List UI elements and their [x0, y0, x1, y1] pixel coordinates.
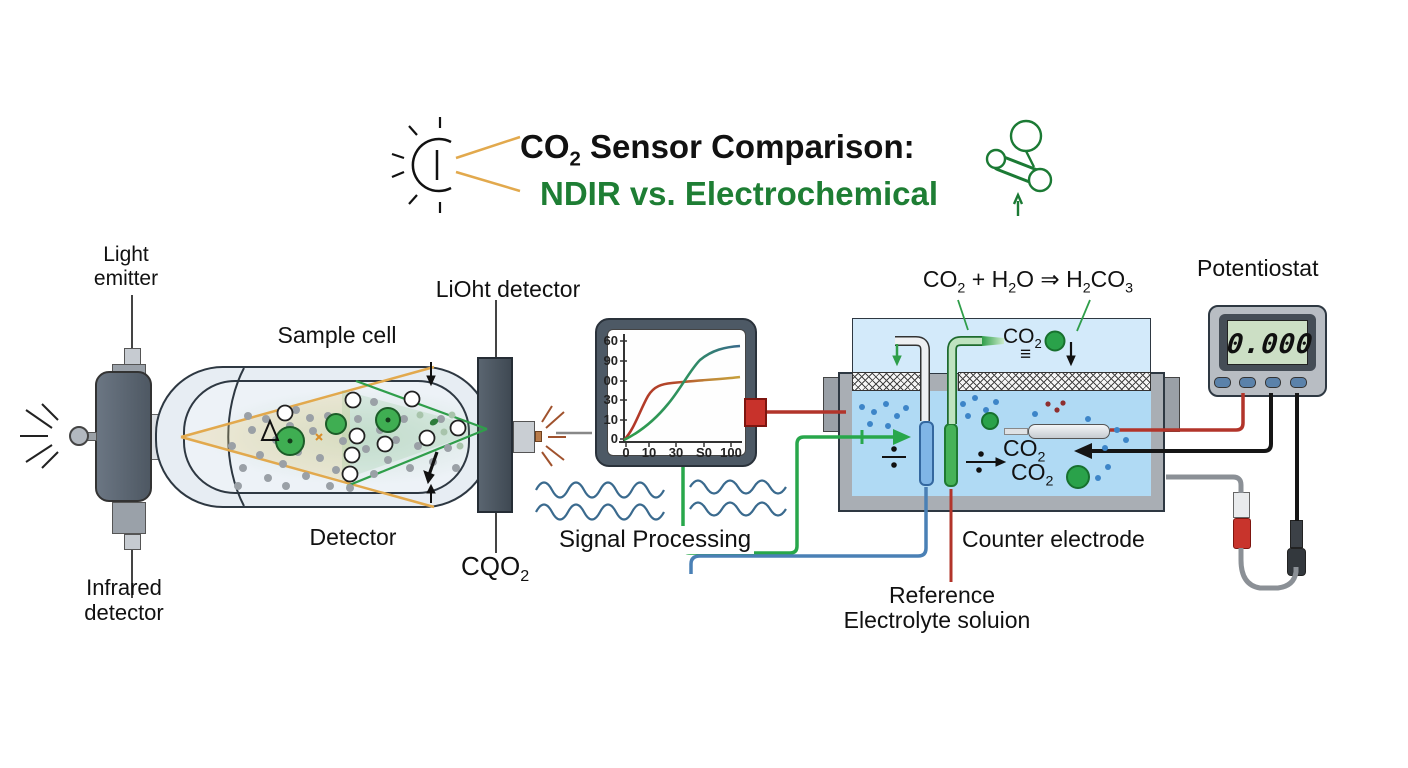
- light-emitter-device: [95, 371, 152, 502]
- electrolyte-solution-label: Electrolyte soluion: [843, 607, 1031, 633]
- x-tick-1: 0: [622, 445, 630, 460]
- black-probe: [1287, 548, 1306, 576]
- detector-output-tip: [535, 431, 542, 442]
- co2-outlet-label: CQO2: [461, 551, 530, 586]
- signal-waves: [535, 479, 787, 521]
- potentiostat-label: Potentiostat: [1197, 255, 1319, 281]
- y-tick-1: 60: [603, 333, 618, 348]
- cell-headspace: [852, 318, 1151, 374]
- light-detector-slab: [477, 357, 513, 513]
- co2-molecule-icon: [985, 119, 1053, 216]
- potentiostat-button-2[interactable]: [1239, 377, 1256, 388]
- working-electrode-blue: [919, 421, 934, 486]
- sample-cell-inner: [183, 380, 470, 494]
- detector-output-nub: [513, 421, 535, 453]
- counter-electrode-label: Counter electrode: [962, 526, 1145, 552]
- sample-cell-label: Sample cell: [277, 322, 397, 348]
- title-line-2: NDIR vs. Electrochemical: [540, 175, 938, 212]
- y-tick-6: 0: [610, 431, 618, 446]
- y-tick-2: 90: [603, 353, 618, 368]
- potentiostat-button-1[interactable]: [1214, 377, 1231, 388]
- emitter-bottom-cap: [124, 534, 141, 550]
- light-emitter-label: Light emitter: [93, 243, 159, 291]
- emitter-light-rays-icon: [20, 403, 59, 469]
- emitter-bottom-mount: [112, 502, 146, 534]
- x-tick-4: S0: [696, 445, 712, 460]
- co2-dissolved-label-1: CO2: [1003, 435, 1046, 466]
- reference-label: Reference: [888, 582, 996, 608]
- light-detector-label: LiOht detector: [435, 276, 581, 302]
- display-red-connector: [744, 398, 767, 427]
- membrane-left: [852, 372, 921, 391]
- x-tick-5: 100: [720, 445, 742, 460]
- black-probe-neck: [1290, 520, 1303, 548]
- reference-electrode-green: [944, 423, 958, 487]
- signal-display-screen: [607, 329, 746, 456]
- y-tick-4: 30: [603, 392, 618, 407]
- y-tick-3: 00: [603, 373, 618, 388]
- co2-inlet-label: CO2: [1003, 325, 1042, 352]
- potentiostat-reading: 0.000: [1225, 329, 1315, 360]
- reaction-formula-label: CO2 + H2O ⇒ H2CO3: [922, 266, 1134, 297]
- detector-label: Detector: [309, 524, 397, 550]
- potentiostat-lcd: [1227, 320, 1308, 365]
- signal-processing-label: Signal Processing: [556, 526, 755, 554]
- red-probe-clip: [1233, 492, 1250, 518]
- potentiostat-button-4[interactable]: [1290, 377, 1307, 388]
- x-tick-3: 30: [668, 445, 684, 460]
- gray-wire-upper: [1166, 474, 1244, 493]
- membrane-right: [958, 372, 1151, 391]
- x-tick-2: 10: [641, 445, 657, 460]
- title-line-1: CO2 Sensor Comparison:: [520, 128, 915, 171]
- red-probe: [1233, 518, 1251, 549]
- output-rays-icon: [541, 405, 566, 467]
- equivalence-glyph: ≡: [1020, 344, 1032, 365]
- potentiostat-button-3[interactable]: [1265, 377, 1281, 388]
- electrolyte-liquid: [852, 391, 1151, 496]
- emitter-knob: [69, 426, 89, 446]
- counter-electrode-rod-tip: [1004, 428, 1028, 435]
- infrared-detector-label: Infrared detector: [84, 575, 164, 626]
- y-tick-5: 10: [603, 412, 618, 427]
- co2-dissolved-label-2: CO2: [1011, 459, 1054, 490]
- light-source-icon: [391, 117, 521, 213]
